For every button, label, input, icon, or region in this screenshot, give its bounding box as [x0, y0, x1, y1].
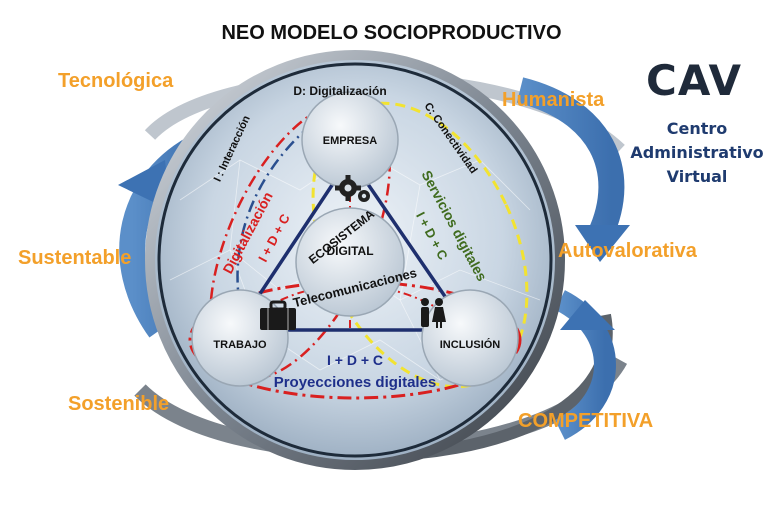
label-humanista: Humanista: [502, 89, 605, 111]
node-empresa-label: EMPRESA: [323, 135, 377, 147]
label-proyecciones: Proyecciones digitales: [274, 374, 437, 391]
arc-label-digitalizacion: D: Digitalización: [293, 84, 386, 98]
node-trabajo: [191, 289, 289, 387]
label-sustentable: Sustentable: [18, 247, 132, 269]
label-autovalorativa: Autovalorativa: [558, 240, 697, 262]
label-sostenible: Sostenible: [68, 393, 170, 415]
brand-acronym: CAV: [646, 56, 742, 105]
page-title: NEO MODELO SOCIOPRODUCTIVO: [221, 22, 562, 44]
label-competitiva: COMPETITIVA: [518, 410, 654, 432]
people-icon: [421, 298, 446, 328]
label-proyecciones-idc: I + D + C: [327, 352, 383, 368]
inner-disc-ring: [157, 62, 553, 458]
proyecciones-dashdot-loop: [188, 280, 522, 400]
node-ecosistema-label-2: DIGITAL: [326, 244, 373, 258]
node-trabajo-label: TRABAJO: [213, 339, 267, 351]
gears-icon: [335, 175, 370, 202]
brand-line-2: Administrativo: [630, 143, 764, 162]
briefcase-icon: [260, 300, 296, 330]
node-ecosistema: [295, 207, 405, 317]
brand-line-3: Virtual: [666, 167, 728, 186]
node-inclusion-label: INCLUSIÓN: [440, 338, 501, 351]
central-triangle: [232, 154, 472, 332]
label-tecnologica: Tecnológica: [58, 70, 174, 92]
brand-line-1: Centro: [666, 119, 728, 138]
node-inclusion: [421, 289, 519, 387]
